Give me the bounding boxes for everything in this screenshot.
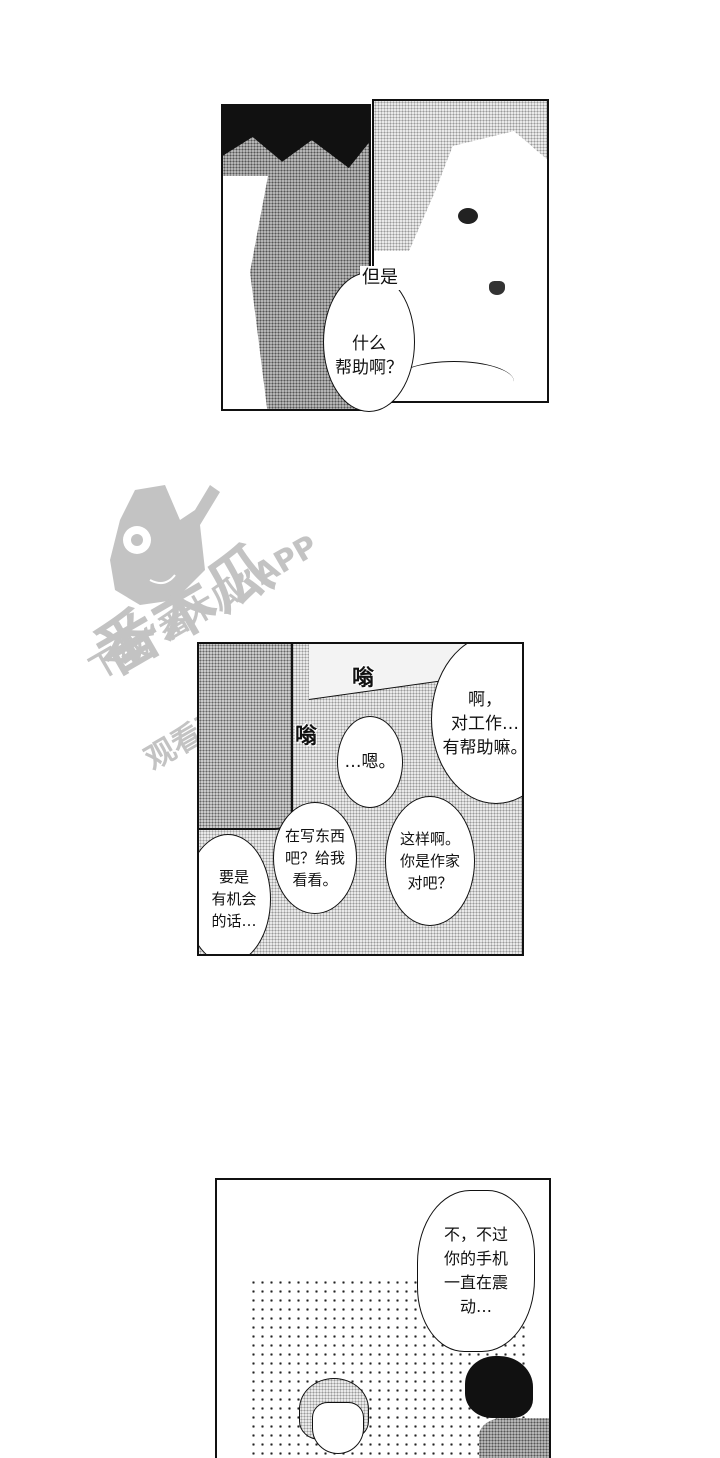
mascot-icon <box>110 485 220 605</box>
sfx-buzz-2: 嗡 <box>295 724 318 749</box>
sfx-buzz-1: 嗡 <box>352 666 375 691</box>
panel-2: 嗡 嗡 啊， 对工作… 有帮助嘛。 …嗯。 在写东西 吧？给我 看看。 这样啊。… <box>197 642 524 956</box>
watermark-logo <box>95 480 225 630</box>
speech-bubble-writer: 这样啊。 你是作家 对吧？ <box>385 796 475 926</box>
face <box>312 1402 364 1454</box>
panel-1-left <box>221 104 371 411</box>
glass <box>199 644 293 830</box>
speech-bubble-hmm: …嗯。 <box>337 716 403 808</box>
jacket <box>479 1418 549 1458</box>
panel-3: 不，不过 你的手机 一直在震 动… <box>215 1178 551 1458</box>
bubble-text: 在写东西 吧？给我 看看。 <box>284 827 345 889</box>
open-mouth <box>489 281 505 295</box>
bubble-text: 什么 帮助啊？ <box>335 334 403 378</box>
speech-bubble-work-help: 啊， 对工作… 有帮助嘛。 <box>431 644 524 804</box>
bubble-text: 不，不过 你的手机 一直在震 动… <box>443 1225 508 1316</box>
speech-bubble-phone-vibrating: 不，不过 你的手机 一直在震 动… <box>417 1190 535 1352</box>
bubble-text: …嗯。 <box>344 752 396 772</box>
eye <box>458 208 478 224</box>
light-hair <box>374 101 547 251</box>
speech-bubble-writing: 在写东西 吧？给我 看看。 <box>273 802 357 914</box>
bubble-text: 这样啊。 你是作家 对吧？ <box>399 830 460 892</box>
dark-hair <box>223 106 369 168</box>
bubble-text-but: 但是 <box>360 266 400 290</box>
bubble-text: 啊， 对工作… 有帮助嘛。 <box>442 690 524 758</box>
panel-1-right <box>372 99 549 403</box>
white-background-left <box>223 176 268 409</box>
bubble-text: 要是 有机会 的话… <box>211 868 257 930</box>
speech-bubble-what-help: 什么 帮助啊？ <box>323 272 415 412</box>
shirt-collar <box>394 361 514 401</box>
speech-bubble-chance: 要是 有机会 的话… <box>199 834 271 954</box>
dark-haired-character <box>465 1356 533 1418</box>
